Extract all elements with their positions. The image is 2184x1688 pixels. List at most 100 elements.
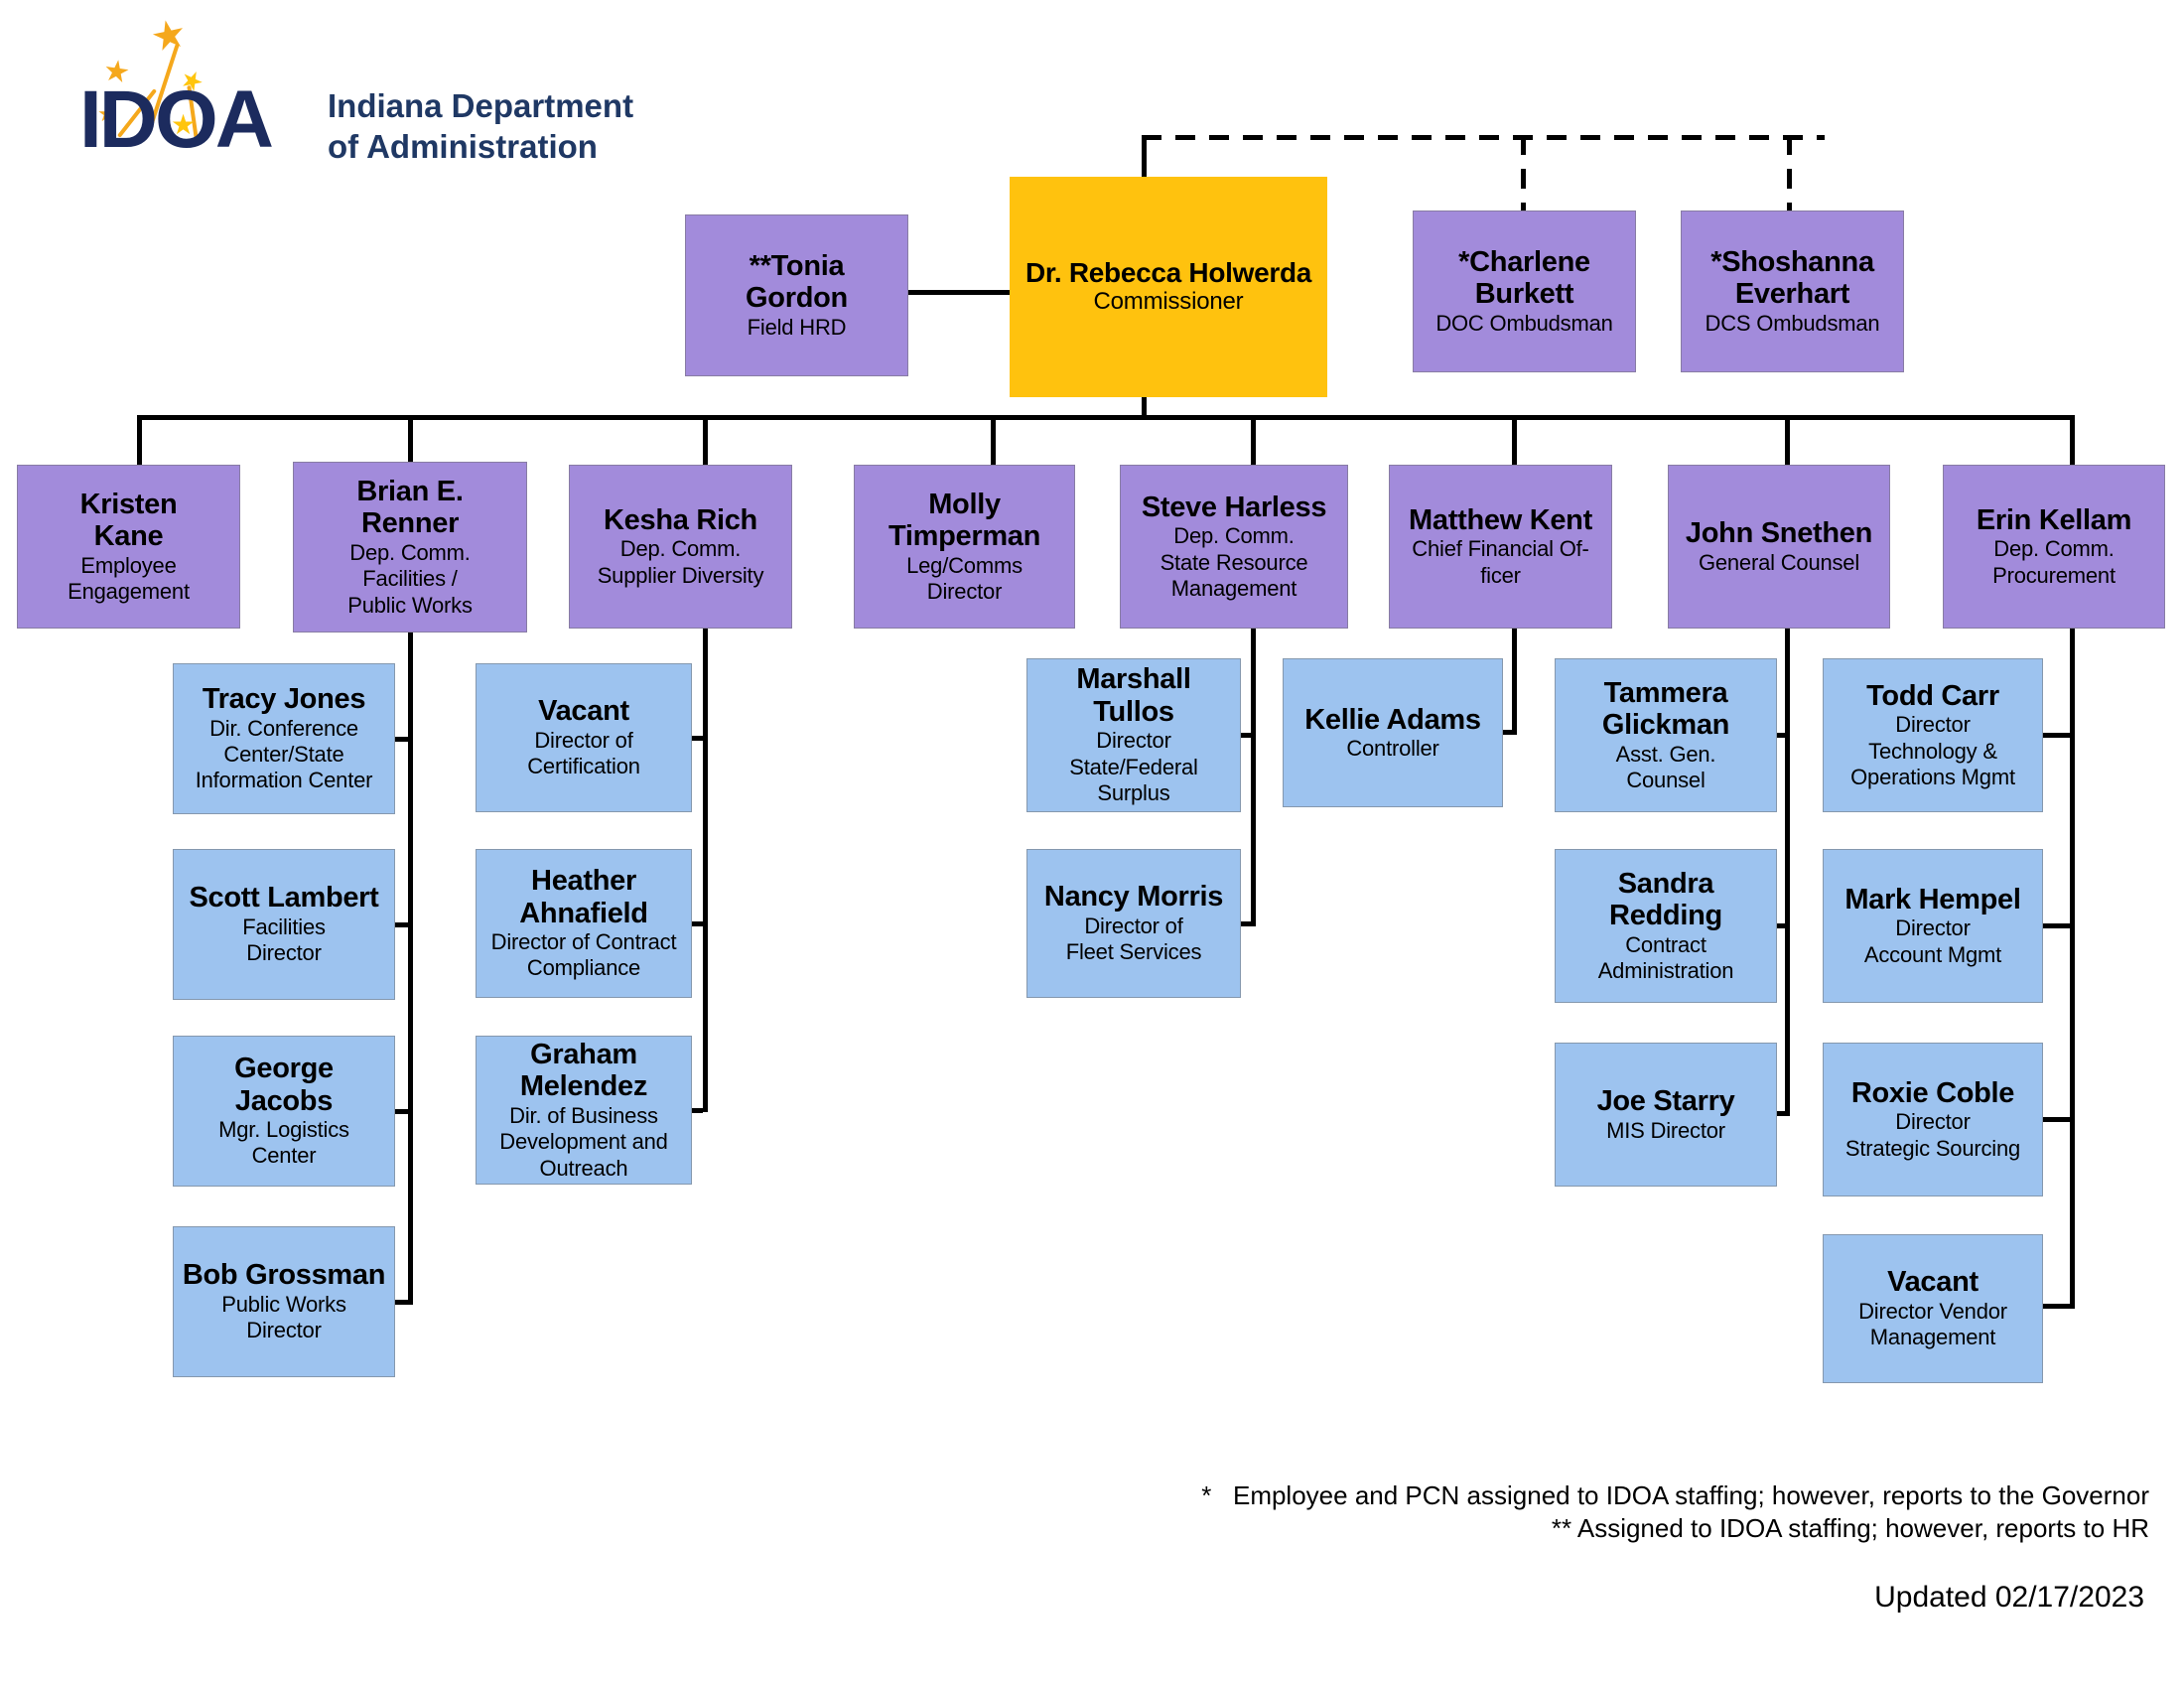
- org-node-shoshanna-everhart: *Shoshanna Everhart DCS Ombudsman: [1681, 211, 1904, 372]
- org-node-roxie-coble: Roxie Coble Director Strategic Sourcing: [1823, 1043, 2043, 1196]
- person-title: Leg/Comms Director: [906, 552, 1023, 604]
- person-name: Steve Harless: [1141, 491, 1327, 523]
- person-name: *Charlene Burkett: [1458, 245, 1590, 311]
- person-name: Scott Lambert: [189, 882, 379, 914]
- page-title: Indiana Department of Administration: [328, 87, 634, 166]
- person-name: Todd Carr: [1866, 679, 1999, 712]
- org-node-heather-ahnafield: Heather Ahnafield Director of Contract C…: [476, 849, 692, 998]
- person-title: Asst. Gen. Counsel: [1615, 741, 1716, 792]
- drop-john: [1785, 417, 1790, 467]
- org-node-vacant-vendor-management: Vacant Director Vendor Management: [1823, 1234, 2043, 1383]
- drop-erin: [2070, 417, 2075, 467]
- drop-brian: [408, 417, 413, 464]
- drop-matthew: [1512, 417, 1517, 467]
- person-name: Tammera Glickman: [1601, 676, 1730, 742]
- person-name: **Tonia Gordon: [746, 249, 848, 315]
- person-name: Brian E. Renner: [356, 475, 464, 540]
- person-name: Marshall Tullos: [1076, 663, 1191, 728]
- branch-brian: [408, 633, 413, 1305]
- person-title: Director of Certification: [527, 727, 640, 779]
- branch-kesha: [703, 629, 708, 1112]
- org-node-kellie-adams: Kellie Adams Controller: [1283, 658, 1503, 807]
- org-node-steve-harless: Steve Harless Dep. Comm. State Resource …: [1120, 465, 1348, 629]
- person-title: Dep. Comm. Facilities / Public Works: [347, 539, 473, 618]
- footnotes: * Employee and PCN assigned to IDOA staf…: [1171, 1479, 2149, 1544]
- person-name: George Jacobs: [234, 1053, 334, 1117]
- person-title: Director Vendor Management: [1858, 1298, 2007, 1350]
- stub-joe: [1777, 1111, 1785, 1116]
- person-name: Matthew Kent: [1409, 503, 1592, 536]
- org-node-matthew-kent: Matthew Kent Chief Financial Of-ficer: [1389, 465, 1612, 629]
- person-title: Facilities Director: [242, 914, 326, 966]
- person-name: John Snethen: [1685, 517, 1873, 550]
- org-node-tonia-gordon: **Tonia Gordon Field HRD: [685, 214, 908, 376]
- org-node-tammera-glickman: Tammera Glickman Asst. Gen. Counsel: [1555, 658, 1777, 812]
- branch-steve: [1251, 629, 1256, 926]
- connector-commissioner-top: [1142, 137, 1147, 179]
- person-title: Chief Financial Of-ficer: [1412, 536, 1589, 588]
- drop-molly: [991, 417, 996, 467]
- org-node-kristen-kane: Kristen Kane Employee Engagement: [17, 465, 240, 629]
- org-node-george-jacobs: George Jacobs Mgr. Logistics Center: [173, 1036, 395, 1187]
- connector-spine: [137, 415, 2075, 420]
- org-node-mark-hempel: Mark Hempel Director Account Mgmt: [1823, 849, 2043, 1003]
- person-title: Field HRD: [747, 314, 847, 340]
- org-node-vacant-certification: Vacant Director of Certification: [476, 663, 692, 812]
- person-name: Vacant: [1887, 1266, 1979, 1299]
- stub-sandra: [1777, 923, 1785, 928]
- connector-dashed-shoshanna: [1787, 135, 1792, 212]
- person-name: Vacant: [538, 695, 629, 728]
- stub-vacant-certification: [692, 736, 703, 741]
- person-title: Director of Fleet Services: [1065, 913, 1202, 965]
- connector-tonia-commissioner: [908, 290, 1010, 295]
- org-node-scott-lambert: Scott Lambert Facilities Director: [173, 849, 395, 1000]
- org-node-john-snethen: John Snethen General Counsel: [1668, 465, 1890, 629]
- person-title: DOC Ombudsman: [1435, 310, 1613, 336]
- branch-matthew: [1512, 629, 1517, 735]
- stub-kellie: [1503, 730, 1512, 735]
- star-icon: ★: [171, 109, 197, 140]
- person-name: Joe Starry: [1596, 1085, 1735, 1118]
- stub-tracy: [395, 737, 408, 742]
- stub-heather: [692, 921, 703, 926]
- stub-bob: [395, 1300, 408, 1305]
- person-title: General Counsel: [1698, 549, 1860, 575]
- person-name: Roxie Coble: [1850, 1076, 2015, 1109]
- stub-todd: [2043, 733, 2070, 738]
- person-name: Tracy Jones: [202, 683, 366, 716]
- person-title: Public Works Director: [221, 1291, 346, 1343]
- person-title: Director Strategic Sourcing: [1844, 1109, 2021, 1161]
- person-title: Commissioner: [1093, 288, 1244, 316]
- drop-kristen: [137, 417, 142, 467]
- connector-dashed-horizontal: [1142, 135, 1825, 140]
- person-name: Molly Timperman: [887, 488, 1041, 553]
- person-name: Mark Hempel: [1844, 883, 2021, 915]
- footnote-hr: ** Assigned to IDOA staffing; however, r…: [1551, 1512, 2149, 1543]
- drop-kesha: [703, 417, 708, 467]
- person-name: Sandra Redding: [1609, 867, 1722, 932]
- org-node-molly-timperman: Molly Timperman Leg/Comms Director: [854, 465, 1075, 629]
- star-icon: ★: [146, 10, 192, 62]
- stub-roxie: [2043, 1117, 2070, 1122]
- org-node-todd-carr: Todd Carr Director Technology & Operatio…: [1823, 658, 2043, 812]
- star-icon: ★: [97, 101, 117, 126]
- footnote-governor: * Employee and PCN assigned to IDOA staf…: [1201, 1480, 2149, 1510]
- person-title: MIS Director: [1606, 1117, 1725, 1143]
- person-title: DCS Ombudsman: [1705, 310, 1880, 336]
- stub-nancy: [1241, 921, 1251, 926]
- connector-dashed-charlene: [1521, 135, 1526, 212]
- person-title: Contract Administration: [1597, 931, 1734, 983]
- org-node-graham-melendez: Graham Melendez Dir. of Business Develop…: [476, 1036, 692, 1185]
- stub-marshall: [1241, 733, 1251, 738]
- person-name: Kristen Kane: [79, 488, 178, 553]
- branch-john: [1785, 629, 1790, 1116]
- person-title: Employee Engagement: [68, 552, 190, 604]
- person-name: Erin Kellam: [1976, 503, 2132, 536]
- person-title: Dir. of Business Development and Outreac…: [499, 1102, 668, 1181]
- stub-scott: [395, 922, 408, 927]
- branch-erin: [2070, 629, 2075, 1309]
- person-title: Dep. Comm. State Resource Management: [1160, 523, 1308, 601]
- person-title: Director Technology & Operations Mgmt: [1850, 712, 2015, 789]
- person-title: Dir. Conference Center/State Information…: [195, 715, 373, 793]
